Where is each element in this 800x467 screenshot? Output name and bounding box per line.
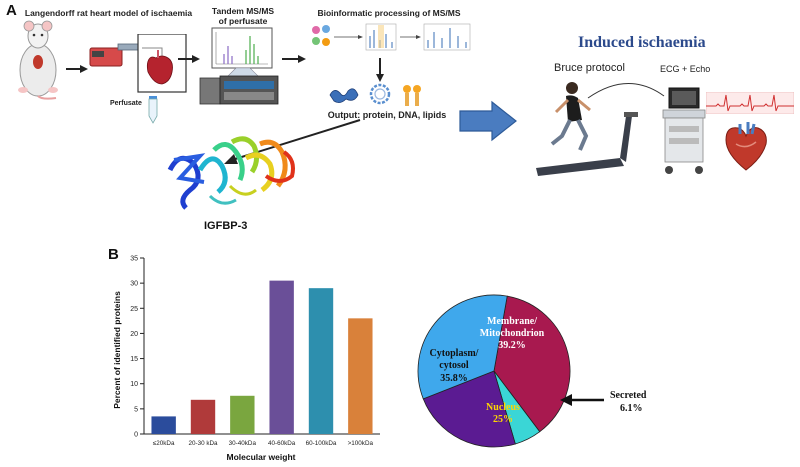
bar-1	[190, 399, 216, 434]
panel-a-letter: A	[6, 2, 17, 19]
secreted-pointer-arrow	[560, 394, 604, 406]
bar-0	[151, 416, 176, 434]
pie-slice-3	[417, 294, 508, 400]
membrane-label-line1: Membrane/	[487, 316, 537, 327]
bar-chart-axes	[143, 258, 380, 435]
panel-b-letter: B	[108, 246, 119, 263]
bar-chart-ytick-label: 0	[134, 432, 138, 439]
bar-2	[230, 395, 255, 434]
step2-title: Tandem MS/MS of perfusate	[208, 6, 278, 26]
cytoplasm-label-line2: cytosol	[439, 360, 469, 371]
bar-chart-bars	[151, 280, 373, 434]
bar-3	[269, 280, 294, 434]
output-label: Output: protein, DNA, lipids	[327, 110, 447, 120]
bar-4	[308, 288, 334, 434]
heart-illustration	[725, 122, 767, 171]
pie-chart: Membrane/ Mitochondrion 39.2% Cytoplasm/…	[417, 294, 647, 448]
membrane-label-line2: Mitochondrion	[480, 328, 545, 339]
ecg-echo-machine	[662, 87, 706, 174]
bar-chart-ytick-label: 5	[134, 406, 138, 413]
bar-chart-ytick-label: 15	[130, 356, 138, 363]
bar-chart-ytick-label: 30	[130, 281, 138, 288]
bar-chart: 0 5 10 15 20 25 30 35 ≤20kDa 20-30 kDa 30-40kDa 40…	[112, 256, 380, 462]
treadmill-illustration	[536, 82, 665, 176]
bruce-protocol-label: Bruce protocol	[554, 62, 625, 74]
nucleus-label-pct: 25%	[493, 414, 513, 425]
membrane-label-pct: 39.2%	[498, 340, 526, 351]
induced-ischaemia-title: Induced ischaemia	[578, 34, 706, 51]
bar-chart-xtick-label: 20-30 kDa	[188, 440, 218, 447]
bar-chart-xticks: ≤20kDa 20-30 kDa 30-40kDa 40-60kDa 60-100kDa…	[153, 440, 374, 447]
step1-title: Langendorff rat heart model of ischaemia	[24, 8, 193, 18]
bar-chart-xtick-label: >100kDa	[348, 440, 374, 447]
bar-chart-yticks: 0 5 10 15 20 25 30 35	[130, 256, 144, 439]
perfusate-tube	[148, 96, 158, 124]
cytoplasm-label-line1: Cytoplasm/	[430, 348, 479, 359]
bar-chart-ytick-label: 10	[130, 381, 138, 388]
mass-spec-instrument	[199, 27, 279, 105]
bar-chart-ylabel: Percent of identified proteins	[112, 291, 122, 409]
flow-arrow-1	[66, 65, 88, 73]
flow-arrow-2	[178, 55, 200, 63]
pie-slice-0	[493, 295, 571, 433]
flow-arrow-3	[282, 55, 306, 63]
bar-chart-xtick-label: ≤20kDa	[153, 440, 175, 447]
bar-5	[348, 318, 373, 434]
bar-chart-ytick-label: 35	[130, 256, 138, 263]
step2-title-line1: Tandem MS/MS	[211, 6, 275, 16]
secreted-label-pct: 6.1%	[620, 403, 643, 414]
dna-icon	[369, 83, 391, 105]
bar-chart-xtick-label: 30-40kDa	[229, 440, 257, 447]
lipid-icon	[403, 85, 421, 106]
bar-chart-ytick-label: 20	[130, 331, 138, 338]
bar-chart-xlabel: Molecular weight	[227, 452, 296, 462]
igfbp3-structure	[167, 136, 295, 210]
ecg-trace	[706, 92, 794, 114]
big-transition-arrow	[459, 100, 517, 142]
langendorff-apparatus	[89, 34, 187, 93]
pie-chart-slices	[417, 294, 571, 448]
step2-title-line2: of perfusate	[218, 16, 268, 26]
nucleus-label-line1: Nucleus	[486, 402, 520, 413]
bar-chart-xtick-label: 40-60kDa	[268, 440, 296, 447]
output-down-arrow	[376, 58, 384, 82]
rat-illustration	[18, 20, 58, 100]
ecg-echo-label: ECG + Echo	[660, 64, 711, 74]
bar-chart-xtick-label: 60-100kDa	[306, 440, 337, 447]
cytoplasm-label-pct: 35.8%	[440, 373, 468, 384]
protein-label: IGFBP-3	[204, 220, 248, 232]
bar-chart-ytick-label: 25	[130, 306, 138, 313]
bioinformatic-pipeline	[312, 23, 471, 51]
step3-title: Bioinformatic processing of MS/MS	[317, 8, 461, 18]
perfusate-label: Perfusate	[110, 100, 142, 107]
protein-icon	[329, 88, 359, 103]
secreted-label-line1: Secreted	[610, 390, 647, 401]
